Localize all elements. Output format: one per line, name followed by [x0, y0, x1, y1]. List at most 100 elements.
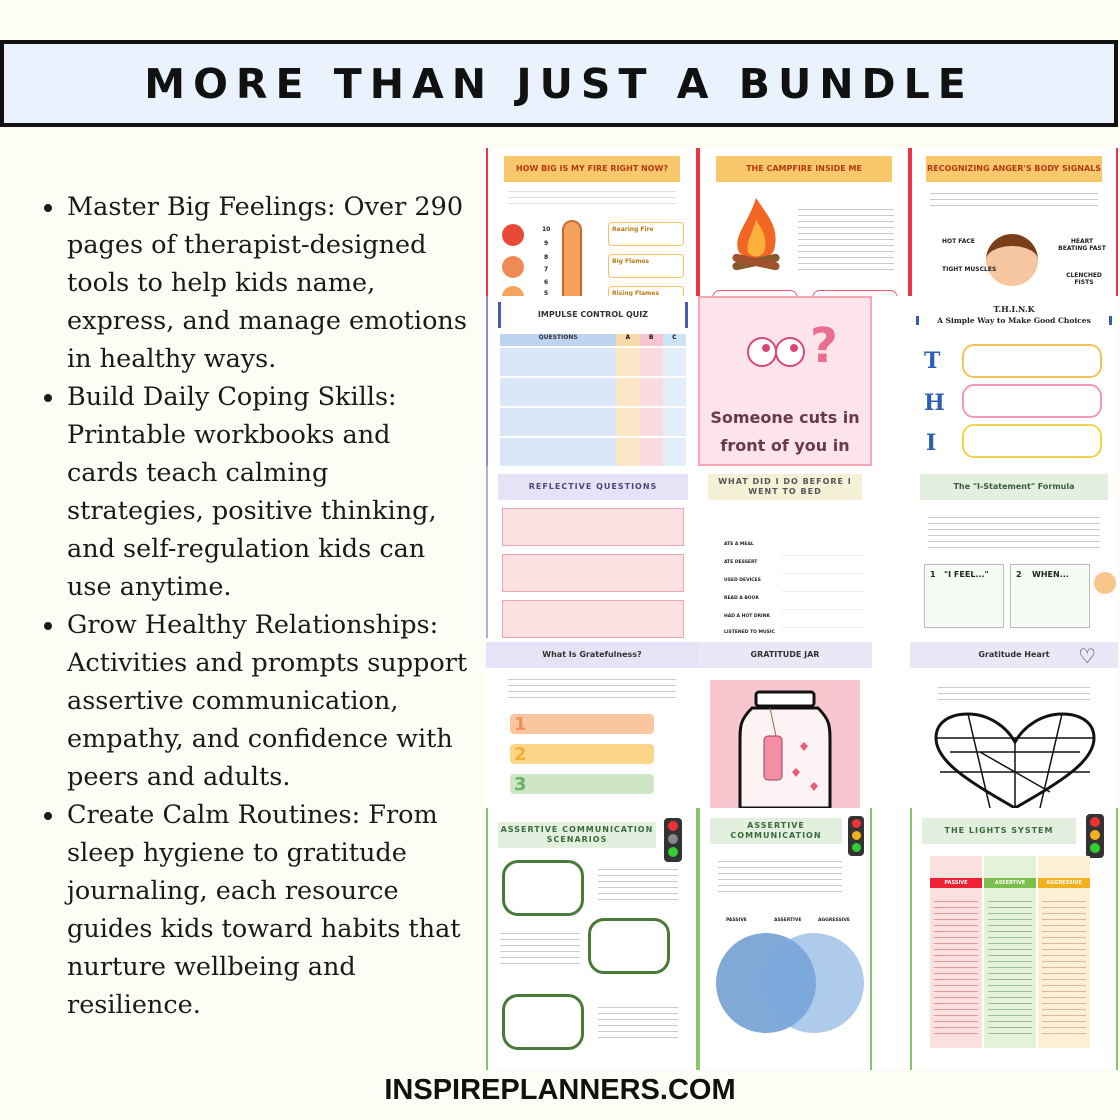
style-label: PASSIVE	[726, 918, 747, 923]
answer-box	[502, 554, 684, 592]
child-icon	[1094, 572, 1116, 594]
instructions-text	[930, 188, 1098, 208]
column-aggressive: AGGRESSIVE	[1038, 856, 1090, 1048]
scenario-text	[500, 928, 580, 964]
step-number: 1	[930, 570, 936, 579]
scenario-text	[598, 864, 678, 900]
heart-coloring-icon	[934, 712, 1096, 808]
level-label: Rearing Fire	[608, 222, 684, 246]
formula-box	[1010, 564, 1090, 628]
answer-box	[502, 508, 684, 546]
website-footer: INSPIREPLANNERS.COM	[384, 1074, 736, 1106]
page-title: GRATITUDE JAR	[698, 642, 872, 668]
page-title: THE CAMPFIRE INSIDE ME	[716, 156, 892, 182]
checklist-item: HAD A HOT DRINK	[724, 614, 770, 619]
svg-text:?: ?	[810, 318, 838, 374]
formula-box	[924, 564, 1004, 628]
answer-bubble	[962, 344, 1102, 378]
page-fire-meter: HOW BIG IS MY FIRE RIGHT NOW? 10 9 8 7 6…	[486, 148, 698, 296]
think-letter: H	[924, 390, 945, 416]
feature-item: Create Calm Routines: From sleep hygiene…	[38, 796, 468, 1024]
style-label: AGGRESSIVE	[818, 918, 850, 923]
speech-bubble	[502, 994, 584, 1050]
page-title: What Is Gratefulness?	[486, 642, 698, 668]
speech-bubble	[502, 860, 584, 916]
prompt-number: 1	[514, 714, 527, 735]
column-header: QUESTIONS	[500, 334, 617, 346]
scale-number: 6	[544, 279, 549, 286]
page-traffic-lights: THE LIGHTS SYSTEM PASSIVE ASSERTIVE AGGR…	[910, 808, 1118, 1070]
checklist-item: USED DEVICES	[724, 578, 761, 583]
page-title: THE LIGHTS SYSTEM	[922, 818, 1076, 844]
think-letter: T	[924, 348, 941, 374]
scale-number: 7	[544, 266, 549, 273]
checklist-grid	[782, 538, 864, 638]
page-reflective-questions: REFLECTIVE QUESTIONS	[486, 466, 698, 638]
prompt-box	[510, 744, 654, 764]
page-subtitle: A Simple Way to Make Good Choices	[916, 316, 1112, 325]
page-title: IMPULSE CONTROL QUIZ	[498, 302, 688, 328]
page-assertive-scenarios: ASSERTIVE COMMUNICATION SCENARIOS	[486, 808, 698, 1070]
page-title: Gratitude Heart	[910, 642, 1118, 668]
feature-item: Master Big Feelings: Over 290 pages of t…	[38, 188, 468, 378]
page-title: RECOGNIZING ANGER'S BODY SIGNALS	[926, 156, 1102, 182]
page-title: WHAT DID I DO BEFORE I WENT TO BED	[708, 474, 862, 500]
checklist-item: ATE A MEAL	[724, 542, 754, 547]
quote-text	[508, 674, 676, 700]
traffic-light-icon	[848, 816, 864, 856]
page-assertive-communication: ASSERTIVE COMMUNICATION PASSIVE ASSERTIV…	[698, 808, 872, 1070]
page-gratefulness: What Is Gratefulness? 1 2 3	[486, 638, 698, 808]
worksheet-collage: HOW BIG IS MY FIRE RIGHT NOW? 10 9 8 7 6…	[486, 148, 1118, 1070]
table-row	[500, 378, 686, 406]
face-icon	[502, 286, 524, 296]
intro-text	[718, 856, 842, 896]
campfire-icon	[732, 198, 780, 271]
body-text	[798, 204, 894, 270]
traffic-light-icon	[664, 818, 682, 862]
prompt-box	[510, 774, 654, 794]
checklist-item: READ A BOOK	[724, 596, 759, 601]
instructions-text	[508, 186, 676, 206]
scale-number: 8	[544, 254, 549, 261]
answer-bubble	[962, 424, 1102, 458]
body-signal: CLENCHED FISTS	[1066, 272, 1102, 286]
step-label: WHEN...	[1032, 570, 1069, 579]
answer-box	[502, 600, 684, 638]
page-campfire: THE CAMPFIRE INSIDE ME	[698, 148, 910, 296]
prompt-box	[510, 714, 654, 734]
jar-icon	[738, 690, 832, 808]
checklist-item: LISTENED TO MUSIC	[724, 630, 775, 635]
column-header: PASSIVE	[930, 878, 982, 888]
table-header: QUESTIONS A B C	[500, 334, 686, 346]
banner-title: MORE THAN JUST A BUNDLE	[144, 59, 974, 108]
hands-heart-icon: ♡	[1078, 644, 1096, 668]
scenario-text: Someone cuts in front of you in	[710, 408, 860, 455]
page-title: The "I-Statement" Formula	[920, 474, 1108, 500]
page-title: HOW BIG IS MY FIRE RIGHT NOW?	[504, 156, 680, 182]
instructions-text	[938, 682, 1090, 700]
feature-list: Master Big Feelings: Over 290 pages of t…	[38, 188, 468, 1024]
feature-item: Build Daily Coping Skills: Printable wor…	[38, 378, 468, 606]
thermometer	[562, 220, 582, 296]
column-header: B	[639, 334, 663, 346]
column-passive: PASSIVE	[930, 856, 982, 1048]
column-header: A	[616, 334, 640, 346]
page-gratitude-jar: GRATITUDE JAR	[698, 638, 872, 808]
answer-bubble	[962, 384, 1102, 418]
page-title: ASSERTIVE COMMUNICATION SCENARIOS	[498, 822, 656, 848]
checklist-item: ATE DESSERT	[724, 560, 758, 565]
step-label: "I FEEL..."	[944, 570, 989, 579]
page-i-statement: The "I-Statement" Formula 1 "I FEEL..." …	[910, 466, 1118, 638]
prompt-number: 3	[514, 774, 527, 795]
style-label: ASSERTIVE	[774, 918, 802, 923]
column-header: C	[662, 334, 686, 346]
step-number: 2	[1016, 570, 1022, 579]
face-icon	[502, 256, 524, 278]
scale-number: 5	[544, 290, 549, 296]
scenario-text	[598, 1002, 678, 1038]
level-label: Big Flames	[608, 254, 684, 278]
page-title: T.H.I.N.K	[993, 304, 1035, 314]
page-title: REFLECTIVE QUESTIONS	[498, 474, 688, 500]
table-row	[500, 348, 686, 376]
intro-text	[928, 512, 1100, 552]
